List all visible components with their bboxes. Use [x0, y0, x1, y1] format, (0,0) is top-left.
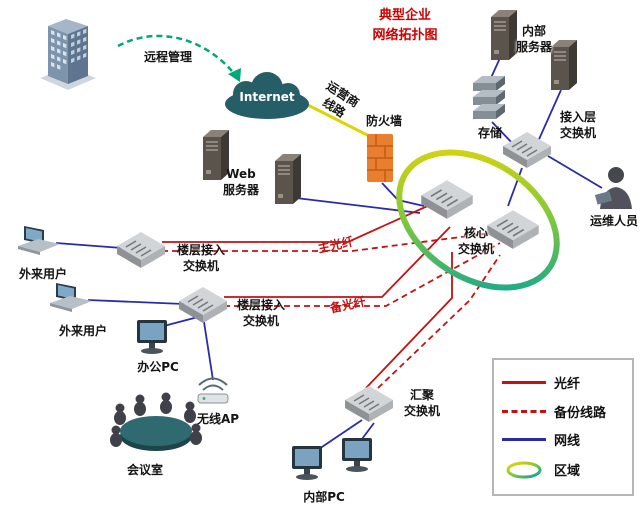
laptop-2-icon [48, 281, 94, 315]
label-internet: Internet [239, 90, 295, 104]
ops-person-icon [594, 167, 632, 209]
floor-switch-1-icon [114, 228, 168, 270]
legend-item-fiber: 光纤 [502, 373, 624, 392]
internal-pc-2-icon [339, 436, 377, 474]
zone-ring-sample [506, 461, 542, 479]
laptop-1-icon [16, 224, 62, 258]
storage-icon [473, 76, 505, 119]
legend-item-zone: 区域 [502, 459, 624, 481]
backup-line-sample [502, 409, 546, 413]
core-switch-1-icon [418, 176, 476, 221]
legend-label-backup: 备份线路 [554, 405, 607, 421]
label-wireless-ap: 无线AP [196, 412, 240, 426]
internal-pc-1-icon [289, 444, 327, 482]
backup-lines [162, 232, 501, 389]
remote-mgmt-arrow [117, 34, 237, 77]
internet-cloud-icon [225, 72, 309, 119]
label-firewall: 防火墙 [365, 114, 402, 128]
legend-item-backup: 备份线路 [502, 402, 624, 421]
legend: 光纤 备份线路 网线 区域 [492, 358, 634, 496]
label-ops-person: 运维人员 [589, 214, 638, 228]
label-floor-switch-2: 楼层接入 交换机 [236, 298, 285, 328]
meeting-room-icon [110, 392, 202, 451]
aggregation-switch-icon [342, 382, 396, 424]
label-meeting-room: 会议室 [126, 463, 163, 477]
label-floor-switch-1: 楼层接入 交换机 [176, 243, 225, 273]
label-core-switch: 核心 交换机 [457, 226, 494, 256]
web-server-2-icon [270, 148, 306, 206]
office-pc-icon [134, 318, 172, 356]
label-remote-mgmt: 远程管理 [143, 50, 192, 64]
remote-mgmt-arrowhead [228, 68, 241, 82]
ethernet-line-sample [502, 438, 546, 442]
label-access-switch: 接入层 交换机 [559, 110, 596, 140]
page-title: 典型企业 网络拓扑图 [372, 8, 438, 44]
fiber-line-sample [502, 381, 546, 385]
label-web-server: Web 服务器 [222, 167, 259, 197]
label-internal-server: 内部 服务器 [515, 24, 552, 54]
label-agg-switch: 汇聚 交换机 [403, 388, 440, 418]
firewall-icon [367, 134, 393, 182]
carrier-line [297, 98, 378, 142]
label-office-pc: 办公PC [137, 360, 179, 374]
legend-label-zone: 区域 [554, 464, 581, 480]
label-ext-user-2: 外来用户 [58, 324, 107, 338]
floor-switch-2-icon [176, 283, 230, 325]
legend-label-ethernet: 网线 [554, 434, 581, 450]
label-storage: 存储 [477, 126, 502, 140]
label-ext-user-1: 外来用户 [18, 267, 67, 281]
building-icon [40, 19, 96, 90]
label-internal-pc: 内部PC [303, 490, 345, 504]
core-zone-ring [396, 149, 560, 291]
legend-label-fiber: 光纤 [554, 377, 581, 393]
legend-item-ethernet: 网线 [502, 430, 624, 449]
wireless-ap-icon [197, 377, 229, 404]
